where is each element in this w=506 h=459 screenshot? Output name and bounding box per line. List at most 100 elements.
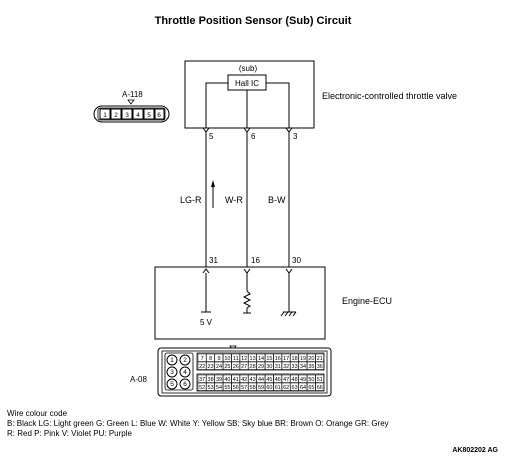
- a08-pin-cell: [214, 361, 224, 370]
- a118-pin-6: 6: [157, 112, 161, 119]
- a08-pin-cell: [264, 353, 274, 362]
- a08-pin-54: 54: [216, 385, 222, 391]
- a08-pin-cell: [197, 382, 207, 391]
- a118-pin-2: 2: [114, 112, 118, 119]
- a08-pin-cell: [273, 361, 282, 370]
- a08-pin-28: 28: [250, 364, 256, 370]
- connector-a118-icon: [93, 99, 170, 123]
- a08-pin-cell: [281, 374, 291, 383]
- a08-pin-cell: [256, 361, 266, 370]
- a08-pin-cell: [206, 374, 215, 383]
- a08-pin-cell: [273, 382, 282, 391]
- a08-pin-61: 61: [275, 385, 281, 391]
- a08-pin-cell: [306, 374, 316, 383]
- a08-pin-22: 22: [199, 364, 205, 370]
- a08-pin-64: 64: [300, 385, 306, 391]
- a08-pin-cell: [256, 353, 266, 362]
- a08-pin-cell: [298, 361, 308, 370]
- a08-pin-cell: [306, 361, 316, 370]
- a08-pin-7: 7: [201, 356, 204, 362]
- sub-label: (sub): [239, 64, 258, 73]
- a08-pin-5: 5: [170, 381, 174, 388]
- ecu-pin-16: 16: [251, 256, 260, 265]
- a118-pin-3: 3: [125, 112, 129, 119]
- a08-pin-cell: [231, 374, 240, 383]
- a08-pin-40: 40: [224, 377, 230, 383]
- a08-pin-23: 23: [208, 364, 214, 370]
- a08-pin-55: 55: [224, 385, 230, 391]
- a118-pin-5: 5: [147, 112, 151, 119]
- a08-pin-cell: [248, 382, 257, 391]
- a08-pin-cell: [256, 382, 266, 391]
- a08-pin-3: 3: [170, 369, 174, 376]
- a08-pin-cell: [256, 374, 266, 383]
- a08-pin-24: 24: [216, 364, 222, 370]
- a08-pin-63: 63: [292, 385, 298, 391]
- legend-heading: Wire colour code: [7, 409, 68, 418]
- legend-line-1: B: Black LG: Light green G: Green L: Blu…: [7, 419, 389, 428]
- a08-pin-cell: [281, 361, 291, 370]
- a08-pin-56: 56: [233, 385, 239, 391]
- wire-label-lg-r: LG-R: [180, 195, 202, 205]
- a08-pin-32: 32: [283, 364, 289, 370]
- a08-pin-60: 60: [266, 385, 272, 391]
- a08-pin-cell: [315, 382, 324, 391]
- a08-pin-8: 8: [209, 356, 212, 362]
- a08-pin-25: 25: [224, 364, 230, 370]
- a08-pin-43: 43: [250, 377, 256, 383]
- a08-pin-34: 34: [300, 364, 306, 370]
- a08-pin-16: 16: [275, 356, 281, 362]
- a08-pin-cell: [248, 374, 257, 383]
- a118-pin-1: 1: [103, 112, 107, 119]
- a08-pin-cell: [290, 353, 299, 362]
- a08-pin-cell: [315, 361, 324, 370]
- a08-pin-cell: [315, 374, 324, 383]
- ecu-pin-31: 31: [209, 256, 218, 265]
- wire-label-b-w: B-W: [268, 195, 286, 205]
- a08-pin-52: 52: [199, 385, 205, 391]
- legend-line-2: R: Red P: Pink V: Violet PU: Purple: [7, 429, 132, 438]
- a08-pin-cell: [298, 374, 308, 383]
- connector-a118-label: A-118: [122, 90, 143, 99]
- a08-pin-36: 36: [317, 364, 323, 370]
- a08-pin-cell: [273, 374, 282, 383]
- a08-pin-cell: [239, 361, 249, 370]
- a08-pin-19: 19: [300, 356, 306, 362]
- a08-pin-cell: [231, 353, 240, 362]
- a08-pin-cell: [197, 353, 207, 362]
- resistor-icon: [242, 290, 252, 314]
- a08-pin-38: 38: [208, 377, 214, 383]
- throttle-internal-wiring: [205, 82, 290, 128]
- a08-pin-cell: [239, 374, 249, 383]
- a08-pin-26: 26: [233, 364, 239, 370]
- a08-pin-cell: [273, 353, 282, 362]
- a08-pin-cell: [315, 353, 324, 362]
- a08-pin-2: 2: [183, 357, 187, 364]
- a08-pin-cell: [222, 353, 232, 362]
- a08-pin-cell: [264, 374, 274, 383]
- a08-pin-20: 20: [308, 356, 314, 362]
- a08-pin-42: 42: [241, 377, 247, 383]
- a08-pin-cell: [281, 353, 291, 362]
- throttle-terminals: [202, 127, 293, 133]
- a08-pin-6: 6: [183, 381, 187, 388]
- a08-pin-37: 37: [199, 377, 205, 383]
- a08-pin-cell: [290, 374, 299, 383]
- a08-pin-cell: [298, 382, 308, 391]
- a08-pin-cell: [281, 382, 291, 391]
- a08-pin-59: 59: [258, 385, 264, 391]
- a08-pin-45: 45: [266, 377, 272, 383]
- a08-pin-51: 51: [317, 377, 323, 383]
- a08-pin-cell: [239, 382, 249, 391]
- a08-pin-cell: [231, 382, 240, 391]
- a08-pin-48: 48: [292, 377, 298, 383]
- a08-pin-50: 50: [308, 377, 314, 383]
- ecu-pin-30: 30: [292, 256, 301, 265]
- throttle-pin-5: 5: [209, 132, 214, 141]
- a08-pin-18: 18: [292, 356, 298, 362]
- a08-pin-cell: [248, 353, 257, 362]
- a08-pin-15: 15: [266, 356, 272, 362]
- a08-pin-27: 27: [241, 364, 247, 370]
- a08-pin-10: 10: [224, 356, 230, 362]
